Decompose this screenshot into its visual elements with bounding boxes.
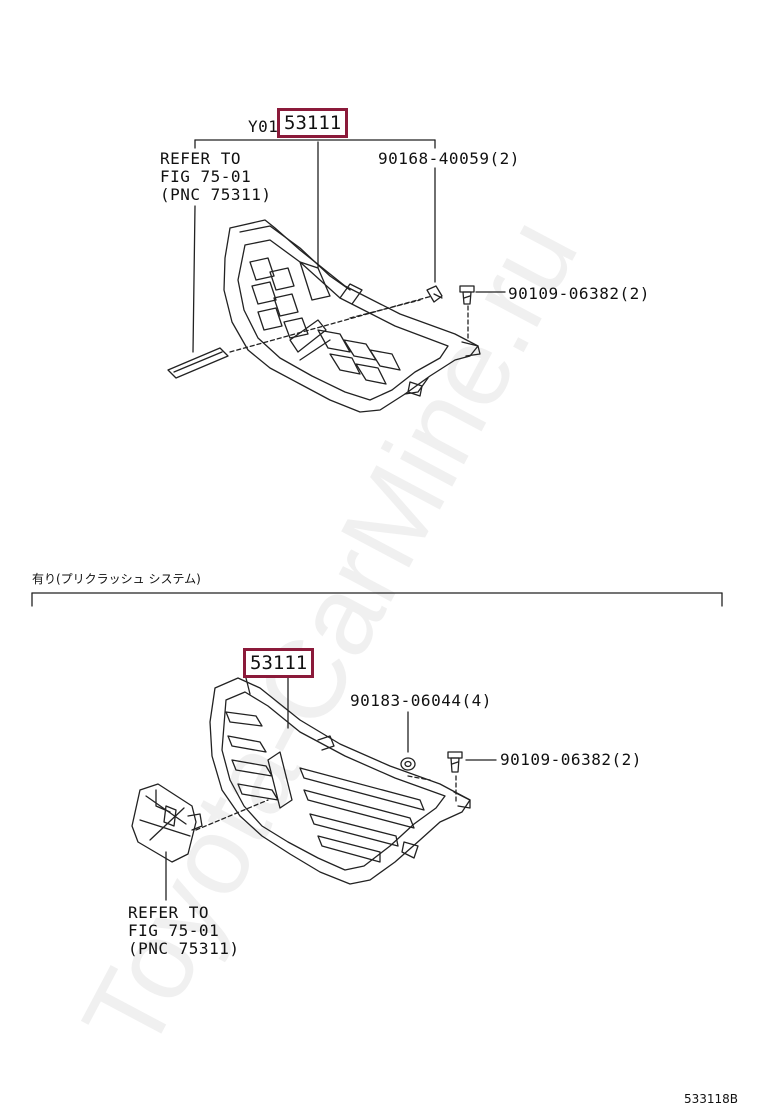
upper-screw-part-number[interactable]: 90109-06382(2) bbox=[508, 284, 650, 303]
upper-grille-assembly bbox=[167, 139, 506, 413]
lower-screw-part-number[interactable]: 90109-06382(2) bbox=[500, 750, 642, 769]
lower-grille-assembly bbox=[131, 677, 497, 901]
figure-code: 533118B bbox=[684, 1092, 739, 1106]
section-note: 有り(プリクラッシュ システム) bbox=[32, 572, 201, 586]
lower-refer-note: REFER TO FIG 75-01 (PNC 75311) bbox=[128, 903, 240, 958]
upper-refer-note: REFER TO FIG 75-01 (PNC 75311) bbox=[160, 149, 272, 204]
upper-clip-part-number[interactable]: 90168-40059(2) bbox=[378, 149, 520, 168]
lower-nut-part-number[interactable]: 90183-06044(4) bbox=[350, 691, 492, 710]
lower-main-pnc[interactable]: 53111 bbox=[243, 648, 315, 678]
upper-main-pnc[interactable]: 53111 bbox=[277, 108, 349, 138]
upper-prefix-label: Y01 bbox=[248, 117, 279, 136]
